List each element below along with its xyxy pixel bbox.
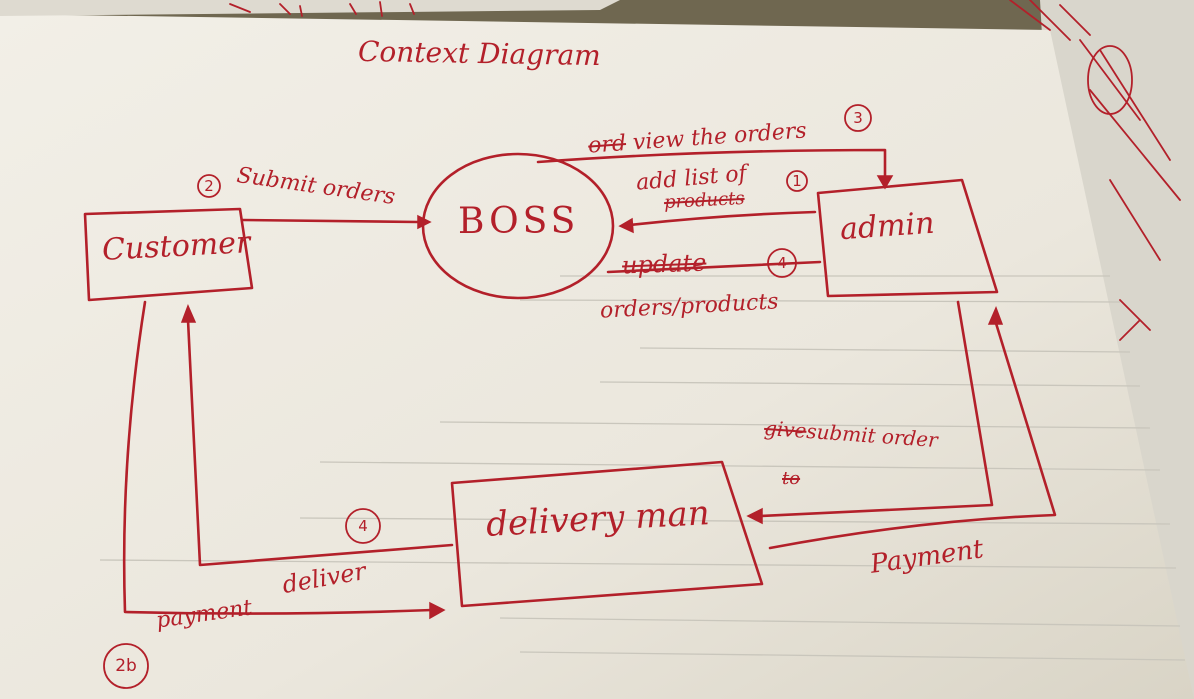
submit-order-admin-struck-1: give [763,415,808,443]
arrow-view-orders [536,148,887,180]
arrow-deliver [186,318,454,567]
arrow-payment-right [768,318,1057,550]
add-list-number: 1 [792,172,802,190]
view-orders-struck: ord [587,131,627,159]
update-label: update [621,248,707,280]
top-edge-marks [229,1,415,17]
arrow-update [606,260,822,274]
boss-label: BOSS [458,201,580,242]
customer-box[interactable] [83,207,254,302]
delivery-man-box[interactable] [450,460,764,608]
arrow-submit-orders [241,218,420,224]
flow-number-circle [103,643,149,689]
admin-label: admin [838,205,936,248]
view-orders-number: 3 [853,109,863,127]
customer-label: Customer [101,225,252,268]
update-number: 4 [777,254,787,272]
arrow-add-list [628,210,817,227]
deliver-number: 4 [358,517,368,535]
submit-orders-number: 2 [204,177,214,195]
arrow-payment-left [122,300,434,615]
add-list-struck: products [663,187,746,214]
flow-number-circle [345,508,381,544]
flow-number-circle [844,104,872,132]
admin-box[interactable] [816,178,999,298]
flow-number-circle [786,170,808,192]
edge-scribbles [1009,0,1181,341]
flow-number-circle [197,174,221,198]
print-through-lines [99,275,1186,661]
submit-order-admin-struck-2: to [782,468,801,489]
payment-left-number: 2b [115,656,137,676]
top-strip [0,0,620,16]
flow-number-circle [767,248,797,278]
diagram-title: Context Diagram [357,34,602,73]
arrow-submit-order-admin [758,300,994,518]
